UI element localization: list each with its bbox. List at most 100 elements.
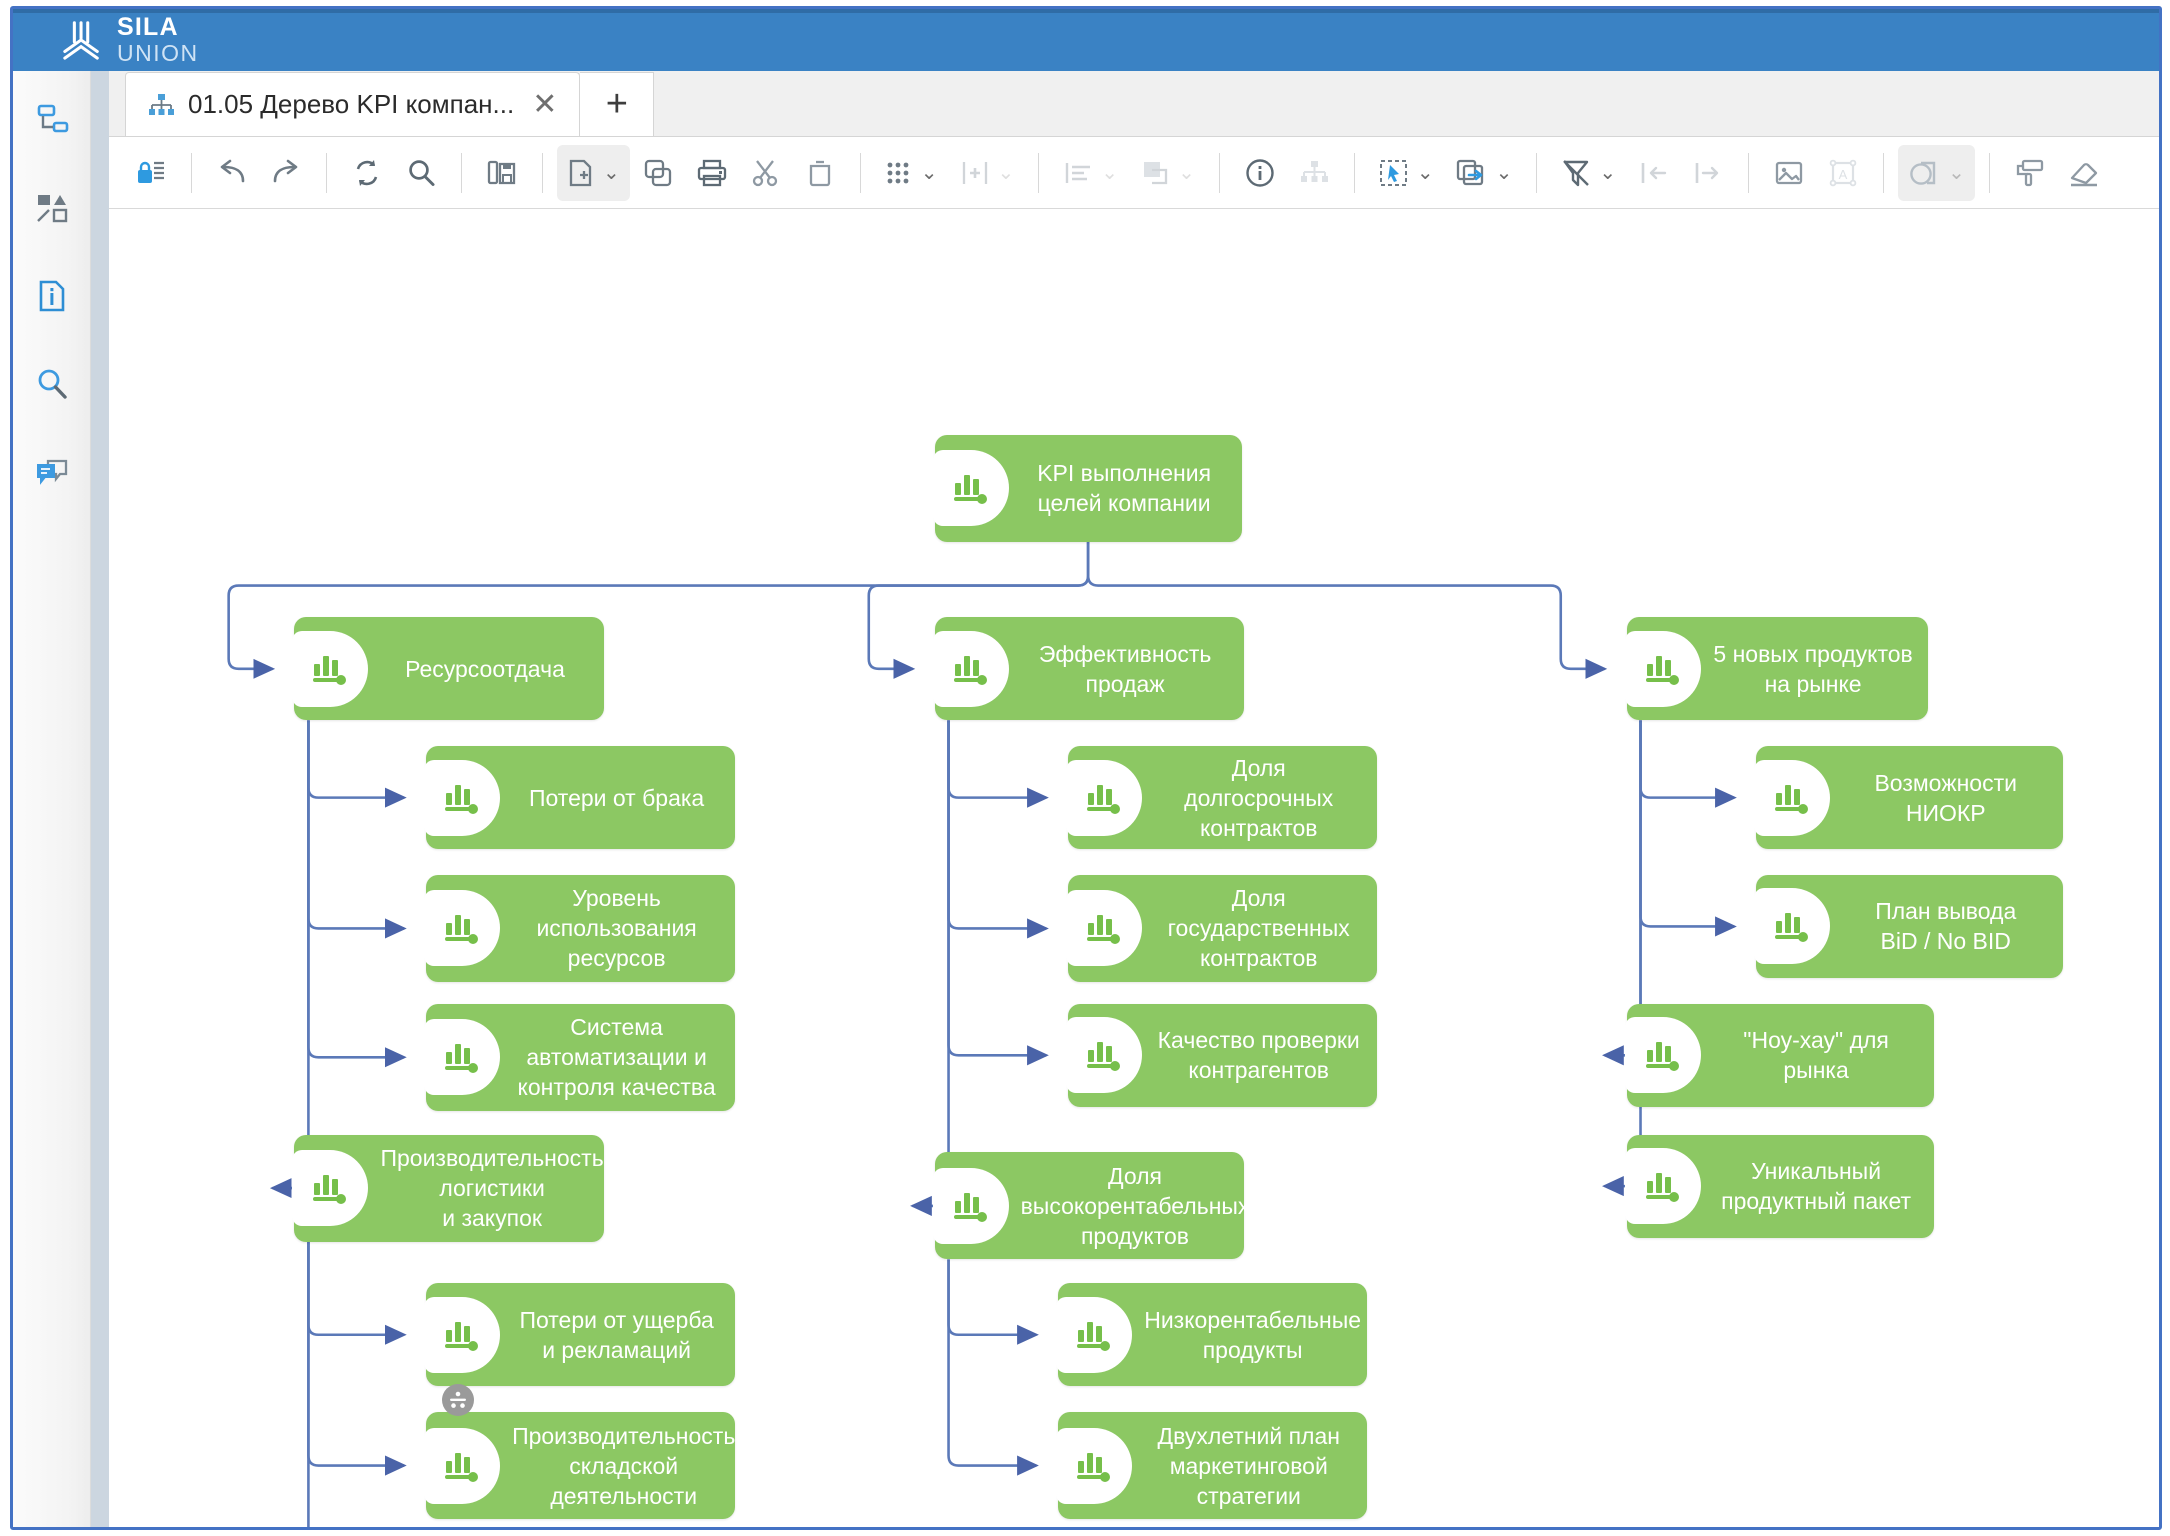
split-badge-icon[interactable] bbox=[442, 1384, 475, 1417]
node-kpi-badge bbox=[1056, 1427, 1133, 1504]
diagram-node[interactable]: Потери от ущерба и рекламаций bbox=[424, 1283, 736, 1387]
org-chart-icon bbox=[1300, 160, 1328, 182]
node-label: Уровень использования ресурсов bbox=[536, 885, 697, 972]
document-info-icon bbox=[39, 280, 64, 312]
diagram-node[interactable]: Низкорентабельные продукты bbox=[1056, 1283, 1368, 1387]
filter-off-button[interactable]: ⌄ bbox=[1551, 145, 1626, 201]
tab-kpi-tree[interactable]: 01.05 Дерево KPI компан... ✕ bbox=[125, 72, 581, 136]
bar-chart-kpi-icon bbox=[953, 1192, 987, 1222]
align-button[interactable]: ⌄ bbox=[1053, 145, 1128, 201]
eraser-icon bbox=[2070, 162, 2098, 186]
node-label: "Ноу-хау" для рынка bbox=[1743, 1027, 1889, 1084]
toolbar-separator bbox=[461, 152, 462, 193]
new-object-button[interactable]: ⌄ bbox=[557, 144, 630, 201]
toolbar-separator bbox=[1038, 152, 1040, 193]
toolbar-separator bbox=[326, 152, 327, 193]
diagram-node[interactable]: Доля долгосрочных контрактов bbox=[1066, 746, 1378, 850]
connector bbox=[947, 1259, 1039, 1476]
undo-button[interactable] bbox=[206, 145, 258, 201]
grid-layout-button[interactable]: ⌄ bbox=[875, 145, 948, 201]
print-button[interactable] bbox=[686, 145, 738, 201]
sidebar-divider bbox=[91, 71, 109, 1527]
chevron-down-icon: ⌄ bbox=[1178, 161, 1195, 184]
bar-chart-kpi-icon bbox=[445, 915, 479, 945]
copy-paste-button[interactable] bbox=[476, 145, 528, 201]
diagram-node[interactable]: Возможности НИОКР bbox=[1754, 746, 2064, 850]
sidebar-item-search[interactable] bbox=[27, 359, 77, 409]
diagram-node[interactable]: Доля государственных контрактов bbox=[1066, 874, 1378, 982]
refresh-icon bbox=[356, 159, 378, 186]
refresh-button[interactable] bbox=[341, 145, 393, 201]
undo-icon bbox=[220, 159, 245, 182]
sidebar-item-comments[interactable] bbox=[27, 447, 77, 497]
duplicate-icon bbox=[644, 159, 671, 186]
diagram-node[interactable]: 5 новых продуктов на рынке bbox=[1624, 617, 1928, 721]
cut-button[interactable] bbox=[740, 145, 792, 201]
copy-paste-icon bbox=[487, 160, 516, 184]
diagram-node[interactable]: План вывода BiD / No BID bbox=[1754, 874, 2064, 978]
shape-button[interactable]: ⌄ bbox=[1898, 144, 1975, 201]
bar-chart-kpi-icon bbox=[445, 784, 479, 814]
lock-button[interactable] bbox=[125, 145, 177, 201]
arrange-button[interactable]: ⌄ bbox=[1130, 145, 1205, 201]
insert-row-button[interactable]: ⌄ bbox=[950, 145, 1025, 201]
new-tab-button[interactable]: + bbox=[580, 72, 655, 136]
redo-button[interactable] bbox=[260, 145, 312, 201]
chevron-down-icon: ⌄ bbox=[1599, 161, 1617, 184]
node-kpi-badge bbox=[1066, 890, 1143, 967]
diagram-node[interactable]: Потери от брака bbox=[424, 746, 736, 850]
diagram-node[interactable]: Доля высокорентабельных продуктов bbox=[932, 1152, 1249, 1260]
chevron-down-icon: ⌄ bbox=[1495, 161, 1513, 184]
duplicate-button[interactable] bbox=[632, 145, 684, 201]
indent-left-button[interactable] bbox=[1628, 145, 1680, 201]
diagram-node[interactable]: Уникальный продуктный пакет bbox=[1624, 1134, 1934, 1238]
node-label: Качество проверки контрагентов bbox=[1157, 1027, 1360, 1084]
eraser-button[interactable] bbox=[2058, 145, 2110, 201]
sila-union-logo-icon bbox=[63, 21, 99, 60]
sidebar-item-structure-tree[interactable] bbox=[27, 95, 77, 145]
connector bbox=[307, 720, 407, 939]
node-label: Потери от брака bbox=[528, 784, 705, 811]
sidebar-item-document-info[interactable] bbox=[27, 271, 77, 321]
diagram-node[interactable]: "Ноу-хау" для рынка bbox=[1624, 1003, 1934, 1107]
redo-icon bbox=[273, 159, 298, 182]
diagram-node[interactable]: KPI выполнения целей компании bbox=[932, 434, 1242, 542]
node-kpi-badge bbox=[932, 450, 1009, 527]
selection-button[interactable]: ⌄ bbox=[1369, 145, 1444, 201]
diagram-node[interactable]: Двухлетний план маркетинговой стратегии bbox=[1056, 1412, 1368, 1520]
diagram-node[interactable]: Система автоматизации и контроля качеств… bbox=[424, 1003, 736, 1111]
align-icon bbox=[1066, 162, 1091, 183]
indent-right-button[interactable] bbox=[1682, 145, 1734, 201]
shape-icon bbox=[1910, 161, 1936, 185]
toolbar-separator bbox=[859, 152, 861, 193]
toolbar-separator bbox=[542, 152, 543, 193]
org-chart-button[interactable] bbox=[1288, 145, 1340, 201]
delete-button[interactable] bbox=[794, 145, 846, 201]
tab-close-icon[interactable]: ✕ bbox=[532, 87, 558, 121]
bar-chart-kpi-icon bbox=[1077, 1452, 1111, 1482]
diagram-node[interactable]: Производительность логистики и закупок bbox=[292, 1134, 604, 1242]
paint-roller-button[interactable] bbox=[2004, 145, 2056, 201]
diagram-node[interactable]: Уровень использования ресурсов bbox=[424, 874, 736, 982]
diagram-node[interactable]: Качество проверки контрагентов bbox=[1066, 1003, 1378, 1107]
lock-icon bbox=[138, 161, 164, 183]
diagram-node[interactable]: Эффективность продаж bbox=[932, 617, 1244, 721]
cut-icon bbox=[752, 159, 777, 186]
bar-chart-kpi-icon bbox=[445, 1321, 479, 1351]
node-label: Доля высокорентабельных продуктов bbox=[1020, 1162, 1250, 1249]
diagram-node[interactable]: Ресурсоотдача bbox=[292, 617, 604, 721]
sidebar-item-shapes[interactable] bbox=[27, 183, 77, 233]
connector bbox=[1639, 720, 1737, 808]
image-button[interactable] bbox=[1763, 145, 1815, 201]
info-button[interactable] bbox=[1234, 145, 1286, 201]
comments-icon bbox=[36, 459, 67, 485]
application-window: SILA UNION bbox=[10, 6, 2162, 1530]
bar-chart-kpi-icon bbox=[1087, 784, 1121, 814]
toolbar-separator bbox=[1883, 152, 1885, 193]
diagram-node[interactable]: Производительность складской деятельност… bbox=[424, 1412, 735, 1520]
textbox-button[interactable]: A bbox=[1817, 145, 1869, 201]
chevron-down-icon: ⌄ bbox=[920, 161, 938, 184]
search-button[interactable] bbox=[395, 145, 447, 201]
export-button[interactable]: ⌄ bbox=[1446, 145, 1523, 201]
